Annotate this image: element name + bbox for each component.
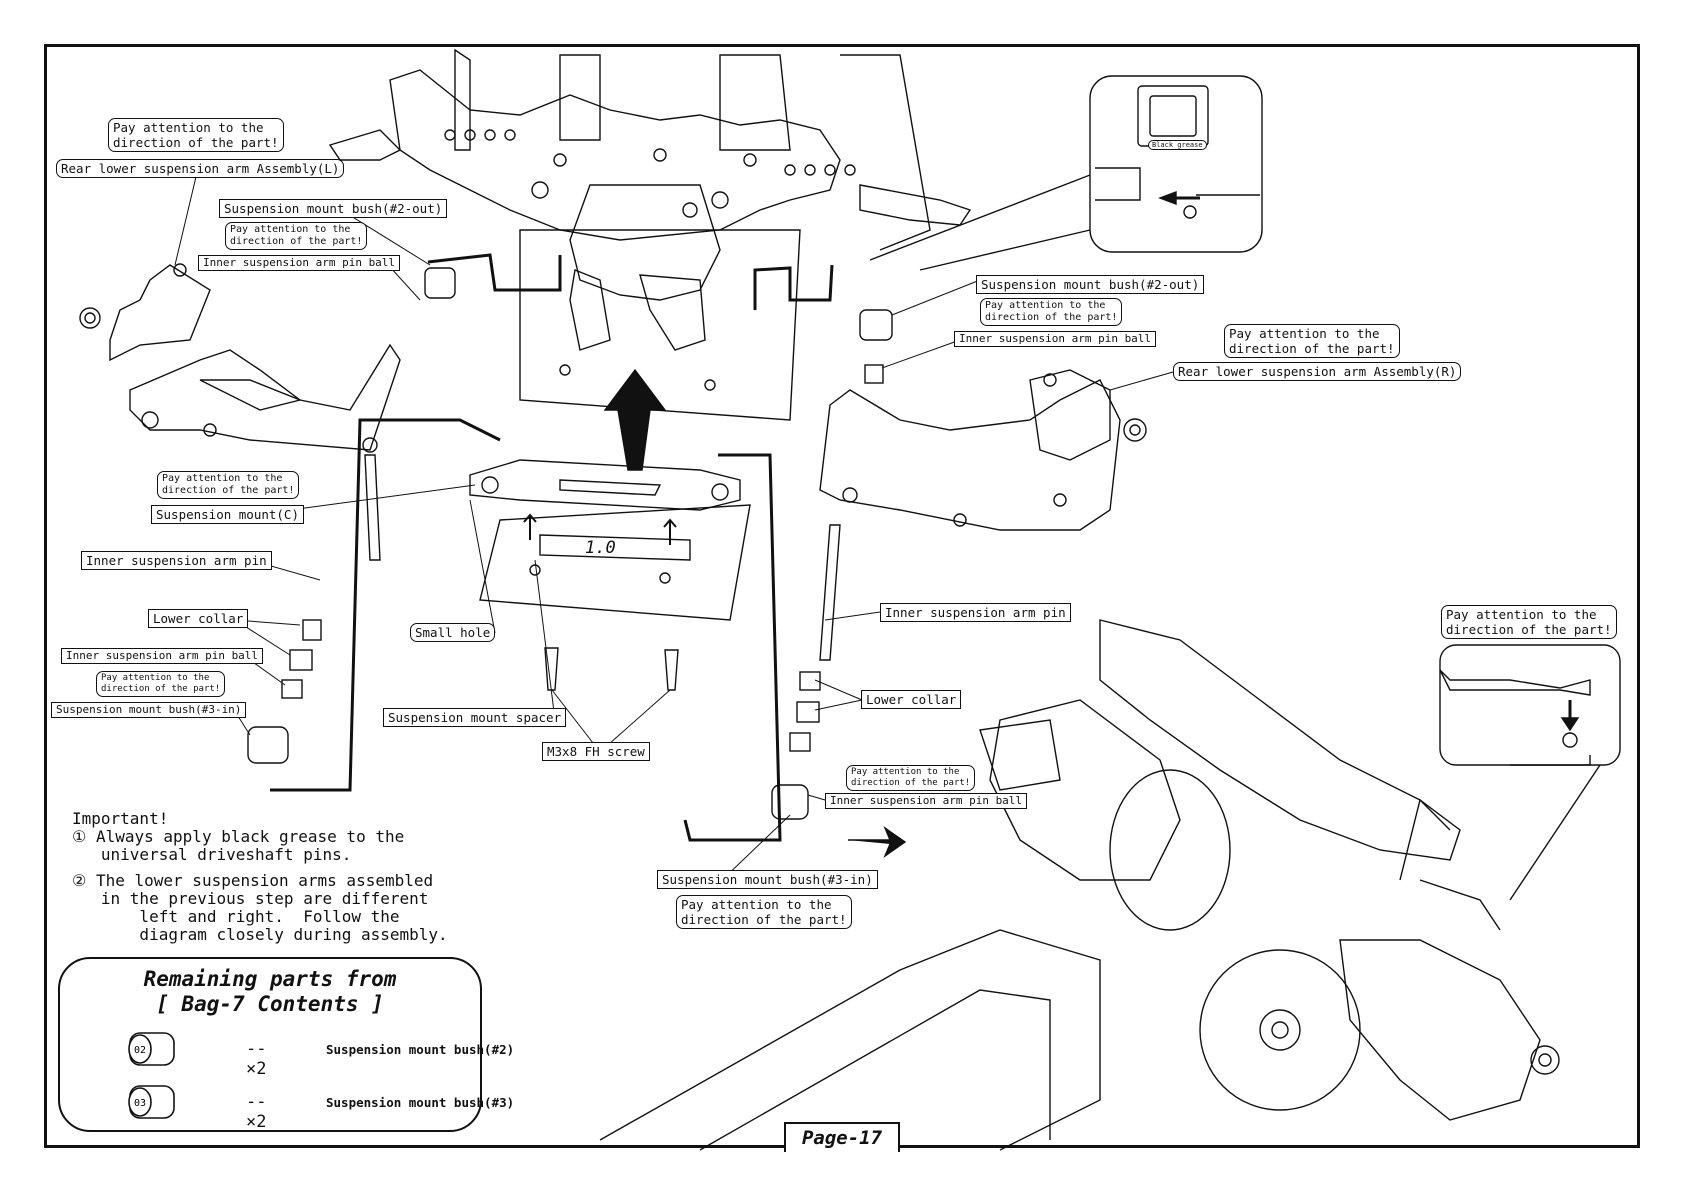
rear-arm-left-drawing: [79, 263, 401, 561]
bush-3-in-label-left: Suspension mount bush(#3-in): [51, 702, 247, 718]
remaining-name: Suspension mount bush(#2): [326, 1042, 515, 1057]
bush-stack-right: [771, 309, 893, 820]
assembly-guide-lines: [270, 253, 834, 842]
ball-end-callout: [1439, 644, 1621, 901]
important-item-2: ② The lower suspension arms assembled: [72, 871, 434, 890]
small-hole-label: Small hole: [410, 623, 496, 642]
inner-pin-ball-label-left: Inner suspension arm pin ball: [198, 255, 401, 271]
inner-pin-ball-label-right: Inner suspension arm pin ball: [954, 331, 1157, 347]
bush-3-in-label-right: Suspension mount bush(#3-in): [657, 870, 878, 889]
remaining-qty: --×2: [246, 1039, 267, 1079]
important-item-2-cont: left and right. Follow the: [72, 907, 400, 926]
rear-arm-right-drawing: [819, 369, 1147, 661]
remaining-subtitle: [ Bag-7 Contents ]: [156, 992, 384, 1016]
bush-2-out-label-right: Suspension mount bush(#2-out): [976, 275, 1205, 294]
bush-icon: 03: [128, 1085, 175, 1119]
important-item-2-cont: diagram closely during assembly.: [72, 925, 448, 944]
remaining-title: Remaining parts from: [143, 967, 397, 991]
important-item-2-cont: in the previous step are different: [72, 889, 429, 908]
important-item-1-cont: universal driveshaft pins.: [72, 845, 352, 864]
rear-arm-left-label: Rear lower suspension arm Assembly(L): [56, 159, 345, 178]
inner-pin-ball-label-left2: Inner suspension arm pin ball: [61, 648, 264, 664]
suspension-mount-c-drawing: [469, 459, 751, 691]
spacer-thickness: 1.0: [585, 538, 616, 558]
gearbox-assembly-top: [328, 48, 972, 421]
bush-stack-left: [247, 267, 456, 764]
inner-pin-label-right: Inner suspension arm pin: [880, 603, 1071, 622]
bush-marker: 03: [134, 1098, 146, 1109]
up-arrow-left: [523, 513, 537, 540]
grease-callout: [869, 75, 1263, 271]
remaining-qty: --×2: [246, 1092, 267, 1132]
page-number: Page-17: [784, 1122, 900, 1152]
bush-2-out-label-left: Suspension mount bush(#2-out): [219, 199, 448, 218]
up-arrow-right: [663, 518, 677, 545]
lower-collar-label-right: Lower collar: [861, 690, 962, 709]
important-item-1: ① Always apply black grease to the: [72, 827, 405, 846]
mount-spacer-label: Suspension mount spacer: [383, 708, 567, 727]
insert-arrow: [603, 368, 667, 471]
inner-pin-label-left: Inner suspension arm pin: [81, 551, 272, 570]
rear-arm-right-label: Rear lower suspension arm Assembly(R): [1173, 362, 1462, 381]
bush-marker: 02: [134, 1045, 146, 1056]
inner-pin-ball-label-right2: Inner suspension arm pin ball: [825, 793, 1028, 809]
completed-assembly-drawing: [599, 619, 1560, 1151]
important-note: Important! ① Always apply black grease t…: [72, 810, 448, 944]
important-title: Important!: [72, 809, 169, 828]
lower-collar-label-left: Lower collar: [148, 609, 249, 628]
remaining-parts-box: Remaining parts from [ Bag-7 Contents ] …: [58, 957, 514, 1132]
mount-c-label: Suspension mount(C): [151, 505, 304, 524]
fh-screw-label: M3x8 FH screw: [542, 742, 650, 761]
direction-arrow: [848, 826, 907, 858]
remaining-name: Suspension mount bush(#3): [326, 1095, 515, 1110]
black-grease-label: Black grease: [1148, 140, 1207, 150]
bush-icon: 02: [128, 1032, 175, 1066]
